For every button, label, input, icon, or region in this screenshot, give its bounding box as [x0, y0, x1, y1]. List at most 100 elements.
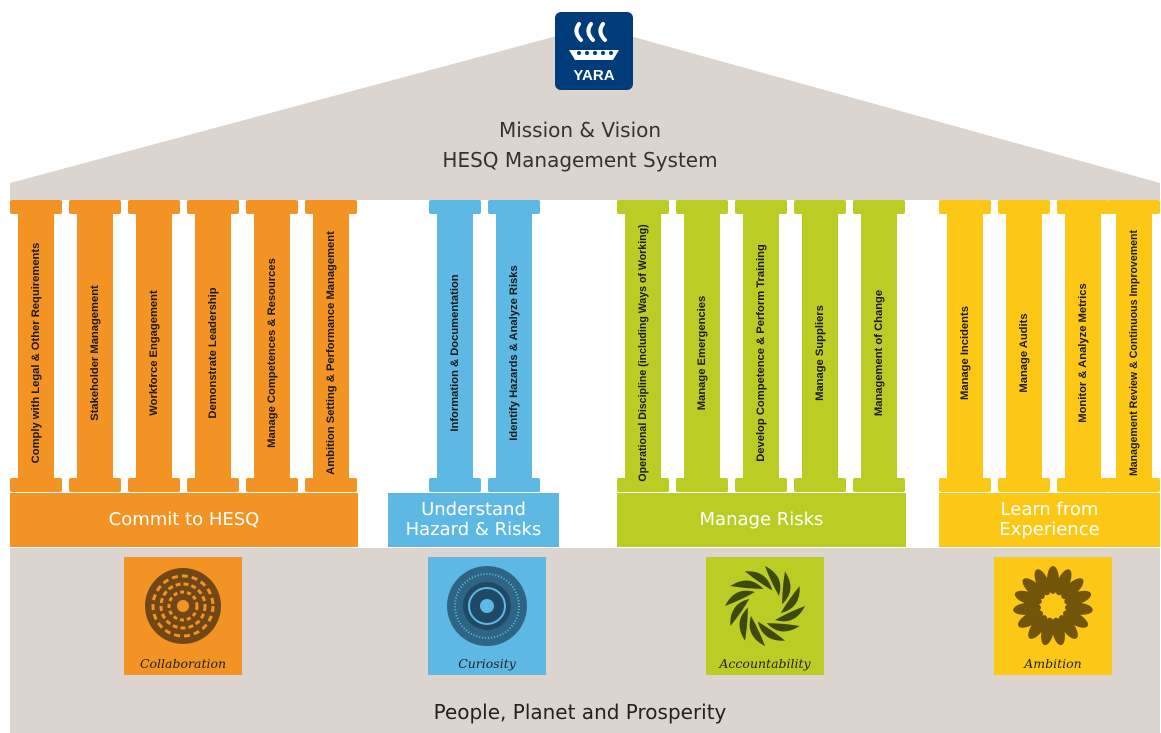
- pillar-label: Management Review & Continuous Improveme…: [1128, 229, 1140, 477]
- pillar-base: [853, 478, 905, 492]
- pillar-management-of-change: Management of Change: [853, 200, 905, 492]
- value-label: Collaboration: [139, 656, 227, 671]
- pillar-shaft: [313, 212, 349, 480]
- pillar-base: [998, 478, 1050, 492]
- value-tile-curiosity: Curiosity: [428, 557, 546, 675]
- pillar-base: [128, 478, 180, 492]
- pillar-label: Management of Change: [873, 289, 885, 417]
- pillar-label: Information & Documentation: [449, 274, 461, 432]
- pillar-label: Workforce Engagement: [148, 290, 160, 416]
- pillar-base: [1057, 478, 1109, 492]
- pillar-label: Comply with Legal & Other Requirements: [30, 242, 42, 464]
- value-tile-ambition: Ambition: [994, 557, 1112, 675]
- pillar-shaft: [625, 212, 661, 480]
- logo-text: YARA: [573, 67, 614, 84]
- ambition-icon: [1013, 566, 1093, 646]
- pillar-label: Manage Incidents: [959, 306, 971, 400]
- pillar-shaft: [743, 212, 779, 480]
- pillar-shaft: [254, 212, 290, 480]
- pillar-cap: [69, 200, 121, 214]
- value-tile-collaboration: Collaboration: [124, 557, 242, 675]
- pillar-shaft: [437, 212, 473, 480]
- pillar-shaft: [18, 212, 54, 480]
- pillar-base: [617, 478, 669, 492]
- pillar-shaft: [861, 212, 897, 480]
- group-band-label: Learn from Experience: [999, 499, 1100, 540]
- accountability-icon: [725, 566, 805, 646]
- pillar-base: [187, 478, 239, 492]
- pillar-base: [676, 478, 728, 492]
- roof: [10, 26, 1160, 183]
- pillar-shaft: [195, 212, 231, 480]
- roof-subtitle: HESQ Management System: [442, 148, 718, 172]
- group-band-learn: Learn from Experience: [939, 493, 1160, 547]
- pillar-label: Manage Audits: [1018, 313, 1030, 393]
- pillar-shaft: [684, 212, 720, 480]
- pillar-cap: [488, 200, 540, 214]
- pillar-monitor-metrics: Monitor & Analyze Metrics: [1057, 200, 1109, 492]
- pillar-cap: [10, 200, 62, 214]
- pillar-label: Demonstrate Leadership: [207, 287, 219, 419]
- pillar-manage-audits: Manage Audits: [998, 200, 1050, 492]
- pillar-label: Manage Emergencies: [696, 295, 708, 411]
- pillar-cap: [128, 200, 180, 214]
- pillar-label: Stakeholder Management: [89, 285, 101, 421]
- pillar-base: [10, 478, 62, 492]
- pillar-label: Develop Competence & Perform Training: [755, 244, 767, 462]
- pillar-management-review: Management Review & Continuous Improveme…: [1108, 200, 1160, 492]
- yara-logo-icon: YARA: [555, 12, 633, 90]
- pillar-cap: [1057, 200, 1109, 214]
- pillar-shaft: [1116, 212, 1152, 480]
- pillar-base: [429, 478, 481, 492]
- pillar-base: [735, 478, 787, 492]
- pillar-label: Ambition Setting & Performance Managemen…: [325, 231, 337, 475]
- group-band-label: Manage Risks: [699, 509, 824, 530]
- pillar-base: [939, 478, 991, 492]
- pillar-base: [1108, 478, 1160, 492]
- collaboration-icon: [145, 568, 221, 644]
- group-band-label: Commit to HESQ: [108, 509, 260, 530]
- pillar-cap: [1108, 200, 1160, 214]
- pillar-cap: [676, 200, 728, 214]
- pillar-manage-emergencies: Manage Emergencies: [676, 200, 728, 492]
- value-label: Ambition: [1024, 656, 1082, 671]
- pillar-manage-suppliers: Manage Suppliers: [794, 200, 846, 492]
- group-band-label: Understand Hazard & Risks: [405, 499, 542, 540]
- pillar-cap: [429, 200, 481, 214]
- pillar-shaft: [136, 212, 172, 480]
- pillar-cap: [939, 200, 991, 214]
- pillar-demonstrate-leadership: Demonstrate Leadership: [187, 200, 239, 492]
- pillar-cap: [617, 200, 669, 214]
- pillar-identify-hazards: Identify Hazards & Analyze Risks: [488, 200, 540, 492]
- curiosity-icon: [447, 566, 527, 646]
- pillar-base: [794, 478, 846, 492]
- group-band-commit: Commit to HESQ: [10, 493, 358, 547]
- pillar-comply-legal: Comply with Legal & Other Requirements: [10, 200, 62, 492]
- roof-title: Mission & Vision: [498, 118, 662, 142]
- pillar-label: Manage Suppliers: [814, 305, 826, 401]
- group-band-understand: Understand Hazard & Risks: [388, 493, 559, 547]
- pillar-ambition-setting: Ambition Setting & Performance Managemen…: [305, 200, 357, 492]
- pillar-workforce-engagement: Workforce Engagement: [128, 200, 180, 492]
- pillar-cap: [794, 200, 846, 214]
- group-band-manage: Manage Risks: [617, 493, 906, 547]
- pillar-shaft: [496, 212, 532, 480]
- pillar-shaft: [77, 212, 113, 480]
- pillar-develop-competence: Develop Competence & Perform Training: [735, 200, 787, 492]
- pillar-manage-competences: Manage Competences & Resources: [246, 200, 298, 492]
- roof-beam: [10, 183, 1160, 200]
- roof-shape: [10, 26, 1160, 183]
- pillar-cap: [246, 200, 298, 214]
- pillar-information-documentation: Information & Documentation: [429, 200, 481, 492]
- pillar-cap: [735, 200, 787, 214]
- pillar-base: [305, 478, 357, 492]
- foundation-text: People, Planet and Prosperity: [433, 700, 727, 724]
- pillar-base: [488, 478, 540, 492]
- value-tile-accountability: Accountability: [706, 557, 824, 675]
- pillar-stakeholder-management: Stakeholder Management: [69, 200, 121, 492]
- pillar-base: [69, 478, 121, 492]
- pillar-shaft: [1006, 212, 1042, 480]
- value-label: Accountability: [719, 656, 811, 671]
- value-label: Curiosity: [458, 656, 516, 671]
